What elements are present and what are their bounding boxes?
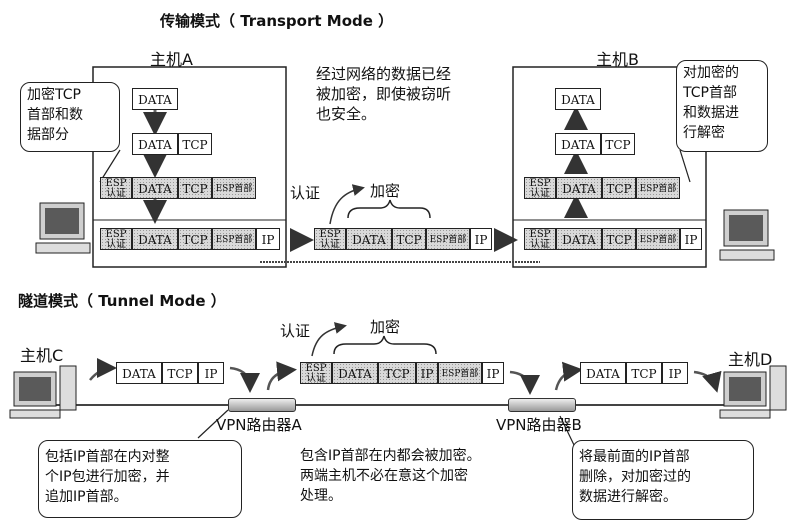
packet-data: DATA (132, 133, 178, 155)
packet-tcp: TCP (162, 362, 198, 384)
host-b-box (512, 66, 707, 268)
tunnel-note: 包含IP首部在内都会被加密。 两端主机不必在意这个加密 处理。 (300, 446, 481, 506)
packet-data: DATA (116, 362, 162, 384)
packet-tcp: TCP (178, 228, 212, 250)
callout-line: 行解密 (683, 125, 725, 141)
packet-ip: IP (662, 362, 688, 384)
callout-line: TCP首部 (683, 85, 737, 101)
callout-line: 和数据进 (683, 105, 739, 121)
callout-line: 个IP包进行加密，并 (45, 469, 170, 485)
host-a-box (92, 66, 287, 268)
packet-esp-header: ESP首部 (426, 228, 470, 250)
vpn-router-a-label: VPN路由器A (216, 416, 302, 434)
computer-host-d-icon (719, 365, 787, 419)
packet-tcp: TCP (626, 362, 662, 384)
packet-data: DATA (556, 177, 602, 199)
callout-decrypt-tcp: 对加密的 TCP首部 和数据进 行解密 (676, 60, 768, 152)
encrypt-label: 加密 (370, 318, 401, 336)
packet-tcp: TCP (392, 228, 426, 250)
packet-data: DATA (132, 88, 178, 110)
callout-encrypt-tcp: 加密TCP 首部和数 据部分 (20, 82, 120, 152)
packet-ip: IP (680, 228, 702, 250)
auth-label: 认证 (280, 322, 311, 340)
packet-data: DATA (132, 228, 178, 250)
callout-router-a: 包括IP首部在内对整 个IP包进行加密，并 追加IP首部。 (38, 440, 242, 518)
tunnel-mode-title: 隧道模式（ Tunnel Mode ） (18, 292, 226, 310)
packet-tcp: TCP (602, 228, 636, 250)
computer-host-c-icon (9, 365, 77, 419)
encrypt-label: 加密 (370, 182, 401, 200)
packet-esp-header: ESP首部 (212, 177, 256, 199)
packet-data: DATA (555, 133, 601, 155)
callout-line: 数据进行解密。 (579, 489, 677, 505)
packet-data: DATA (132, 177, 178, 199)
packet-data: DATA (556, 228, 602, 250)
packet-data: DATA (580, 362, 626, 384)
packet-esp-header: ESP首部 (636, 177, 680, 199)
callout-line: 删除，对加密过的 (579, 469, 691, 485)
packet-tcp: TCP (178, 133, 212, 155)
packet-ip: IP (256, 228, 280, 250)
callout-line: 据部分 (27, 127, 69, 143)
packet-ip: IP (416, 362, 438, 384)
host-a-label: 主机A (150, 50, 193, 69)
packet-tcp: TCP (601, 133, 635, 155)
packet-data: DATA (332, 362, 378, 384)
callout-line: 加密TCP (27, 87, 81, 103)
note-line: 两端主机不必在意这个加密 (300, 468, 468, 484)
callout-line: 首部和数 (27, 107, 83, 123)
vpn-router-a-icon (228, 398, 296, 412)
transport-mode-title: 传输模式（ Transport Mode ） (160, 12, 394, 30)
packet-ip: IP (470, 228, 492, 250)
host-d-label: 主机D (728, 350, 773, 369)
vpn-router-b-icon (508, 398, 576, 412)
packet-tcp: TCP (378, 362, 416, 384)
note-line: 包含IP首部在内都会被加密。 (300, 448, 481, 464)
packet-tcp: TCP (178, 177, 212, 199)
note-line: 处理。 (300, 488, 342, 504)
callout-line: 包括IP首部在内对整 (45, 449, 170, 465)
packet-ip: IP (482, 362, 504, 384)
packet-esp-header: ESP首部 (438, 362, 482, 384)
network-note: 经过网络的数据已经 被加密，即使被窃听 也安全。 (316, 64, 451, 124)
packet-esp-header: ESP首部 (212, 228, 256, 250)
note-line: 被加密，即使被窃听 (316, 85, 452, 103)
packet-data: DATA (346, 228, 392, 250)
computer-host-b-icon (719, 209, 775, 261)
packet-esp-header: ESP首部 (636, 228, 680, 250)
note-line: 也安全。 (316, 105, 377, 123)
host-b-label: 主机B (596, 50, 639, 69)
callout-line: 将最前面的IP首部 (579, 449, 690, 465)
computer-host-a-icon (35, 202, 91, 254)
note-line: 经过网络的数据已经 (316, 65, 452, 83)
packet-ip: IP (198, 362, 224, 384)
host-c-label: 主机C (20, 346, 64, 365)
callout-line: 追加IP首部。 (45, 489, 128, 505)
packet-tcp: TCP (602, 177, 636, 199)
packet-data: DATA (555, 88, 601, 110)
callout-router-b: 将最前面的IP首部 删除，对加密过的 数据进行解密。 (572, 440, 754, 520)
auth-label: 认证 (290, 184, 321, 202)
vpn-router-b-label: VPN路由器B (496, 416, 582, 434)
callout-line: 对加密的 (683, 65, 739, 81)
